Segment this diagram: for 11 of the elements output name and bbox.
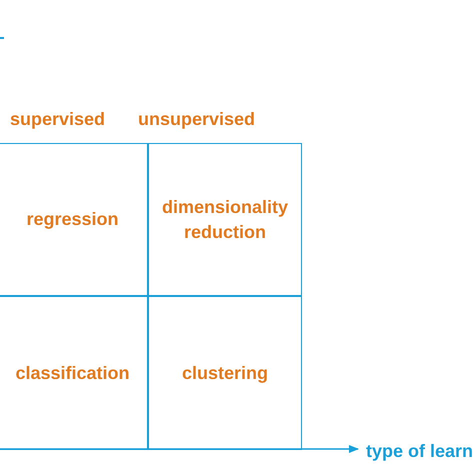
quadrant-cell xyxy=(0,143,148,296)
column-header: unsupervised xyxy=(138,108,256,131)
quadrant-cell xyxy=(148,296,302,450)
column-header: supervised xyxy=(10,108,106,131)
axis-label: type of learn xyxy=(366,440,474,463)
cell-text: clustering xyxy=(180,362,270,385)
cell-text: dimensionality reduction xyxy=(160,196,290,244)
cell-text: regression xyxy=(25,208,120,231)
quadrant-cell xyxy=(148,143,302,296)
cell-text: classification xyxy=(14,362,131,384)
quadrant-cell xyxy=(0,296,148,450)
